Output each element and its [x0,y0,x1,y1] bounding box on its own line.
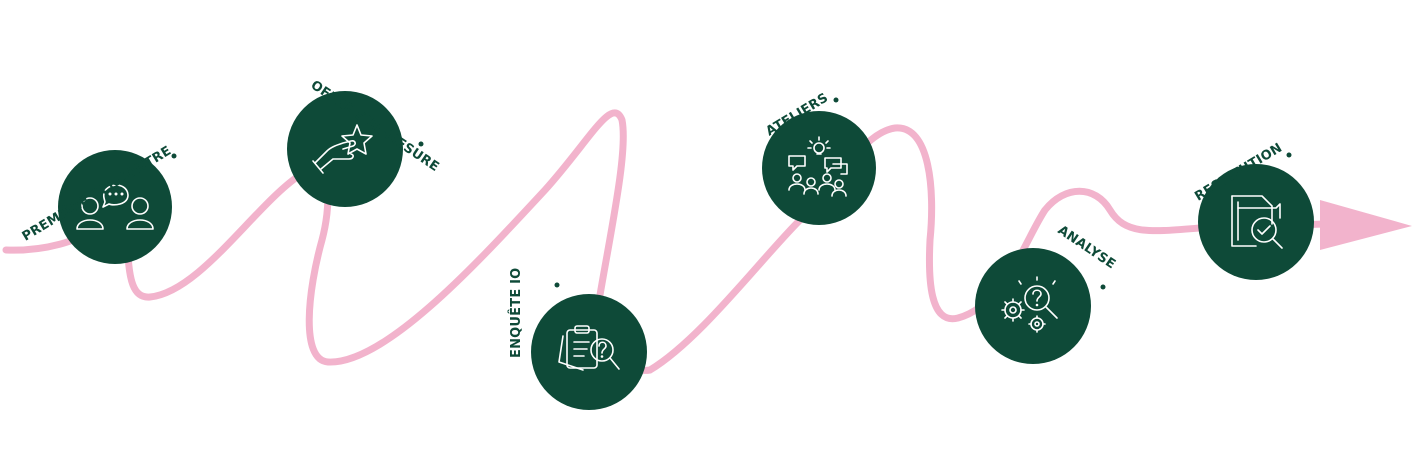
step-analyse: ANALYSE [975,223,1118,364]
step-circle [58,150,172,264]
step-dot [1286,152,1292,158]
conversation-icon [76,184,154,230]
step-circle [531,294,647,410]
group-discussion-icon [788,136,848,197]
step-offre-sur-mesure: OFFRE SUR-MESURE [287,78,442,207]
step-label: ENQUÊTE IO [508,268,524,358]
step-dot [171,153,177,159]
step-restitution: RESTITUTION [1192,141,1314,280]
step-circle [762,111,876,225]
document-check-icon [1231,195,1283,249]
step-dot [833,97,839,103]
clipboard-question-icon [558,325,620,371]
step-enquete-io: ENQUÊTE IO [508,268,647,410]
hand-star-icon [312,124,373,174]
step-circle [975,248,1091,364]
step-dot [1100,284,1106,290]
step-ateliers: ATELIERS [762,91,876,225]
gears-magnifier-icon [1001,276,1058,333]
arrowhead [1320,200,1412,250]
journey-path [2,109,1329,374]
step-dot [418,141,424,147]
step-dot [554,282,560,288]
